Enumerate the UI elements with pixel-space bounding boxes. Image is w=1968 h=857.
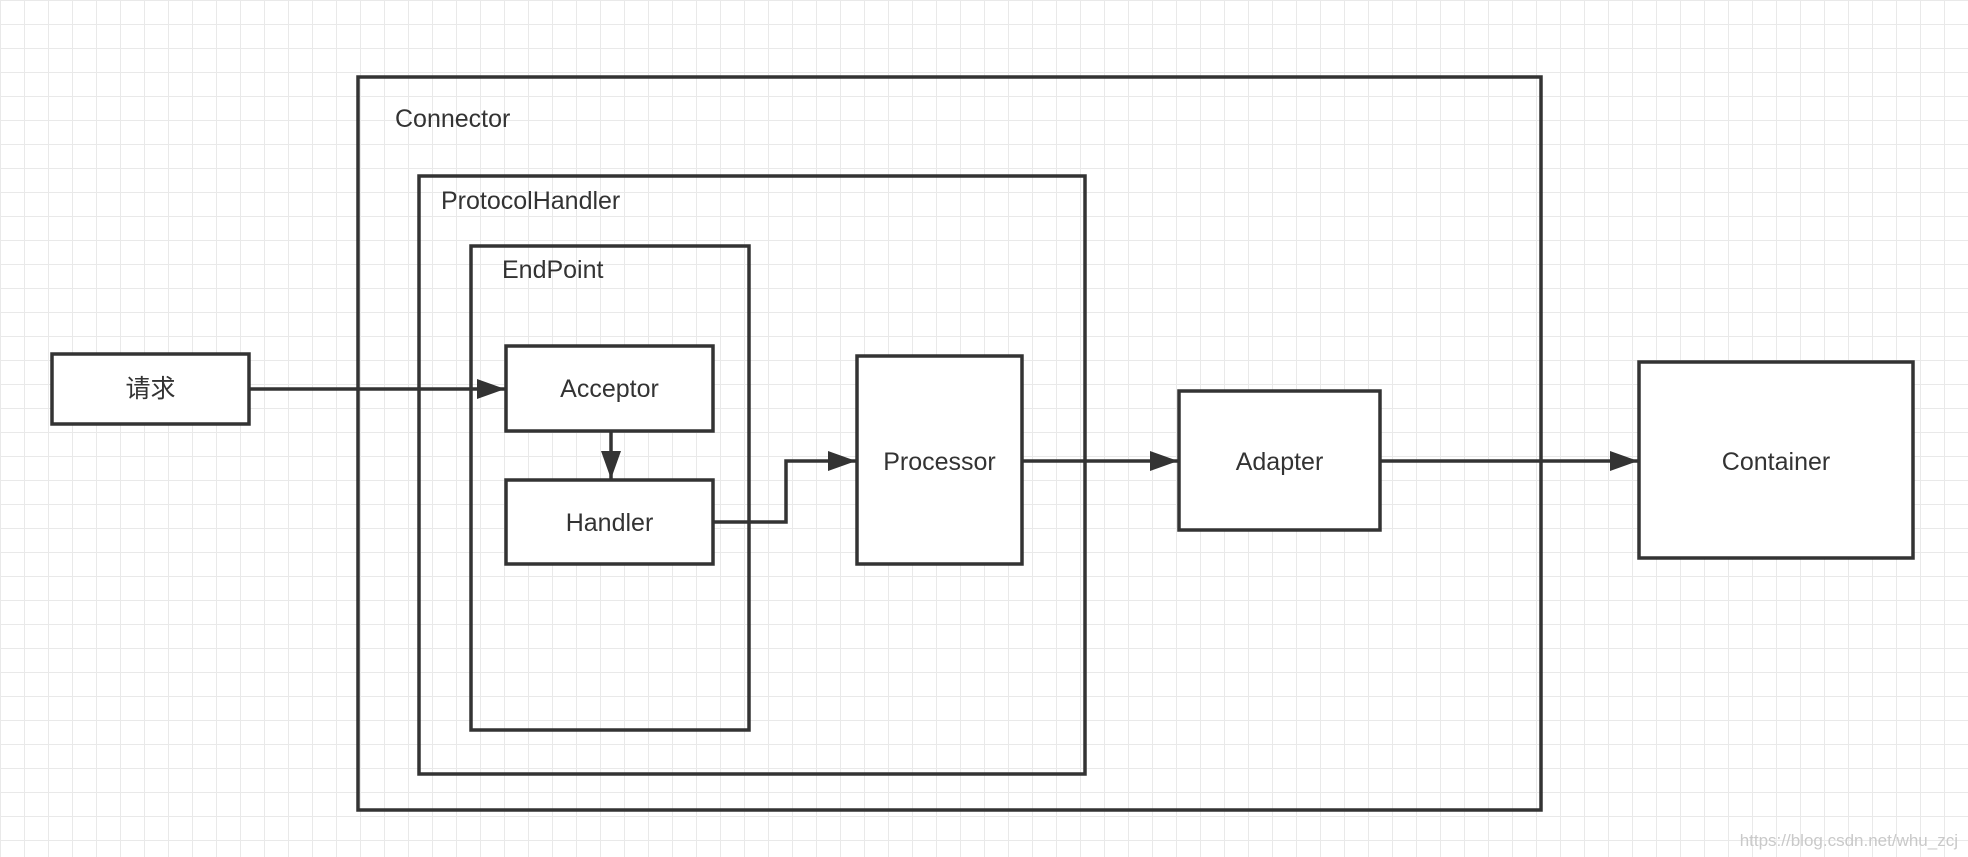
edge-handler-to-processor — [713, 451, 856, 524]
processor-label: Processor — [883, 448, 996, 476]
endpoint-label: EndPoint — [502, 256, 604, 284]
request-node: 请求 — [50, 352, 251, 426]
container-node: Container — [1637, 360, 1915, 560]
adapter-node: Adapter — [1177, 389, 1382, 532]
protocol-handler-label: ProtocolHandler — [441, 187, 620, 215]
request-label: 请求 — [125, 375, 175, 403]
endpoint-container — [469, 244, 751, 732]
processor-node: Processor — [855, 354, 1024, 566]
acceptor-node: Acceptor — [504, 344, 715, 433]
watermark-text: https://blog.csdn.net/whu_zcj — [1740, 831, 1958, 850]
container-label: Container — [1722, 448, 1830, 476]
acceptor-label: Acceptor — [560, 375, 659, 403]
adapter-label: Adapter — [1236, 448, 1324, 476]
connector-container — [356, 75, 1543, 812]
handler-node: Handler — [504, 478, 715, 566]
protocol-handler-container — [417, 174, 1087, 776]
handler-label: Handler — [566, 509, 654, 537]
connector-label: Connector — [395, 105, 510, 133]
